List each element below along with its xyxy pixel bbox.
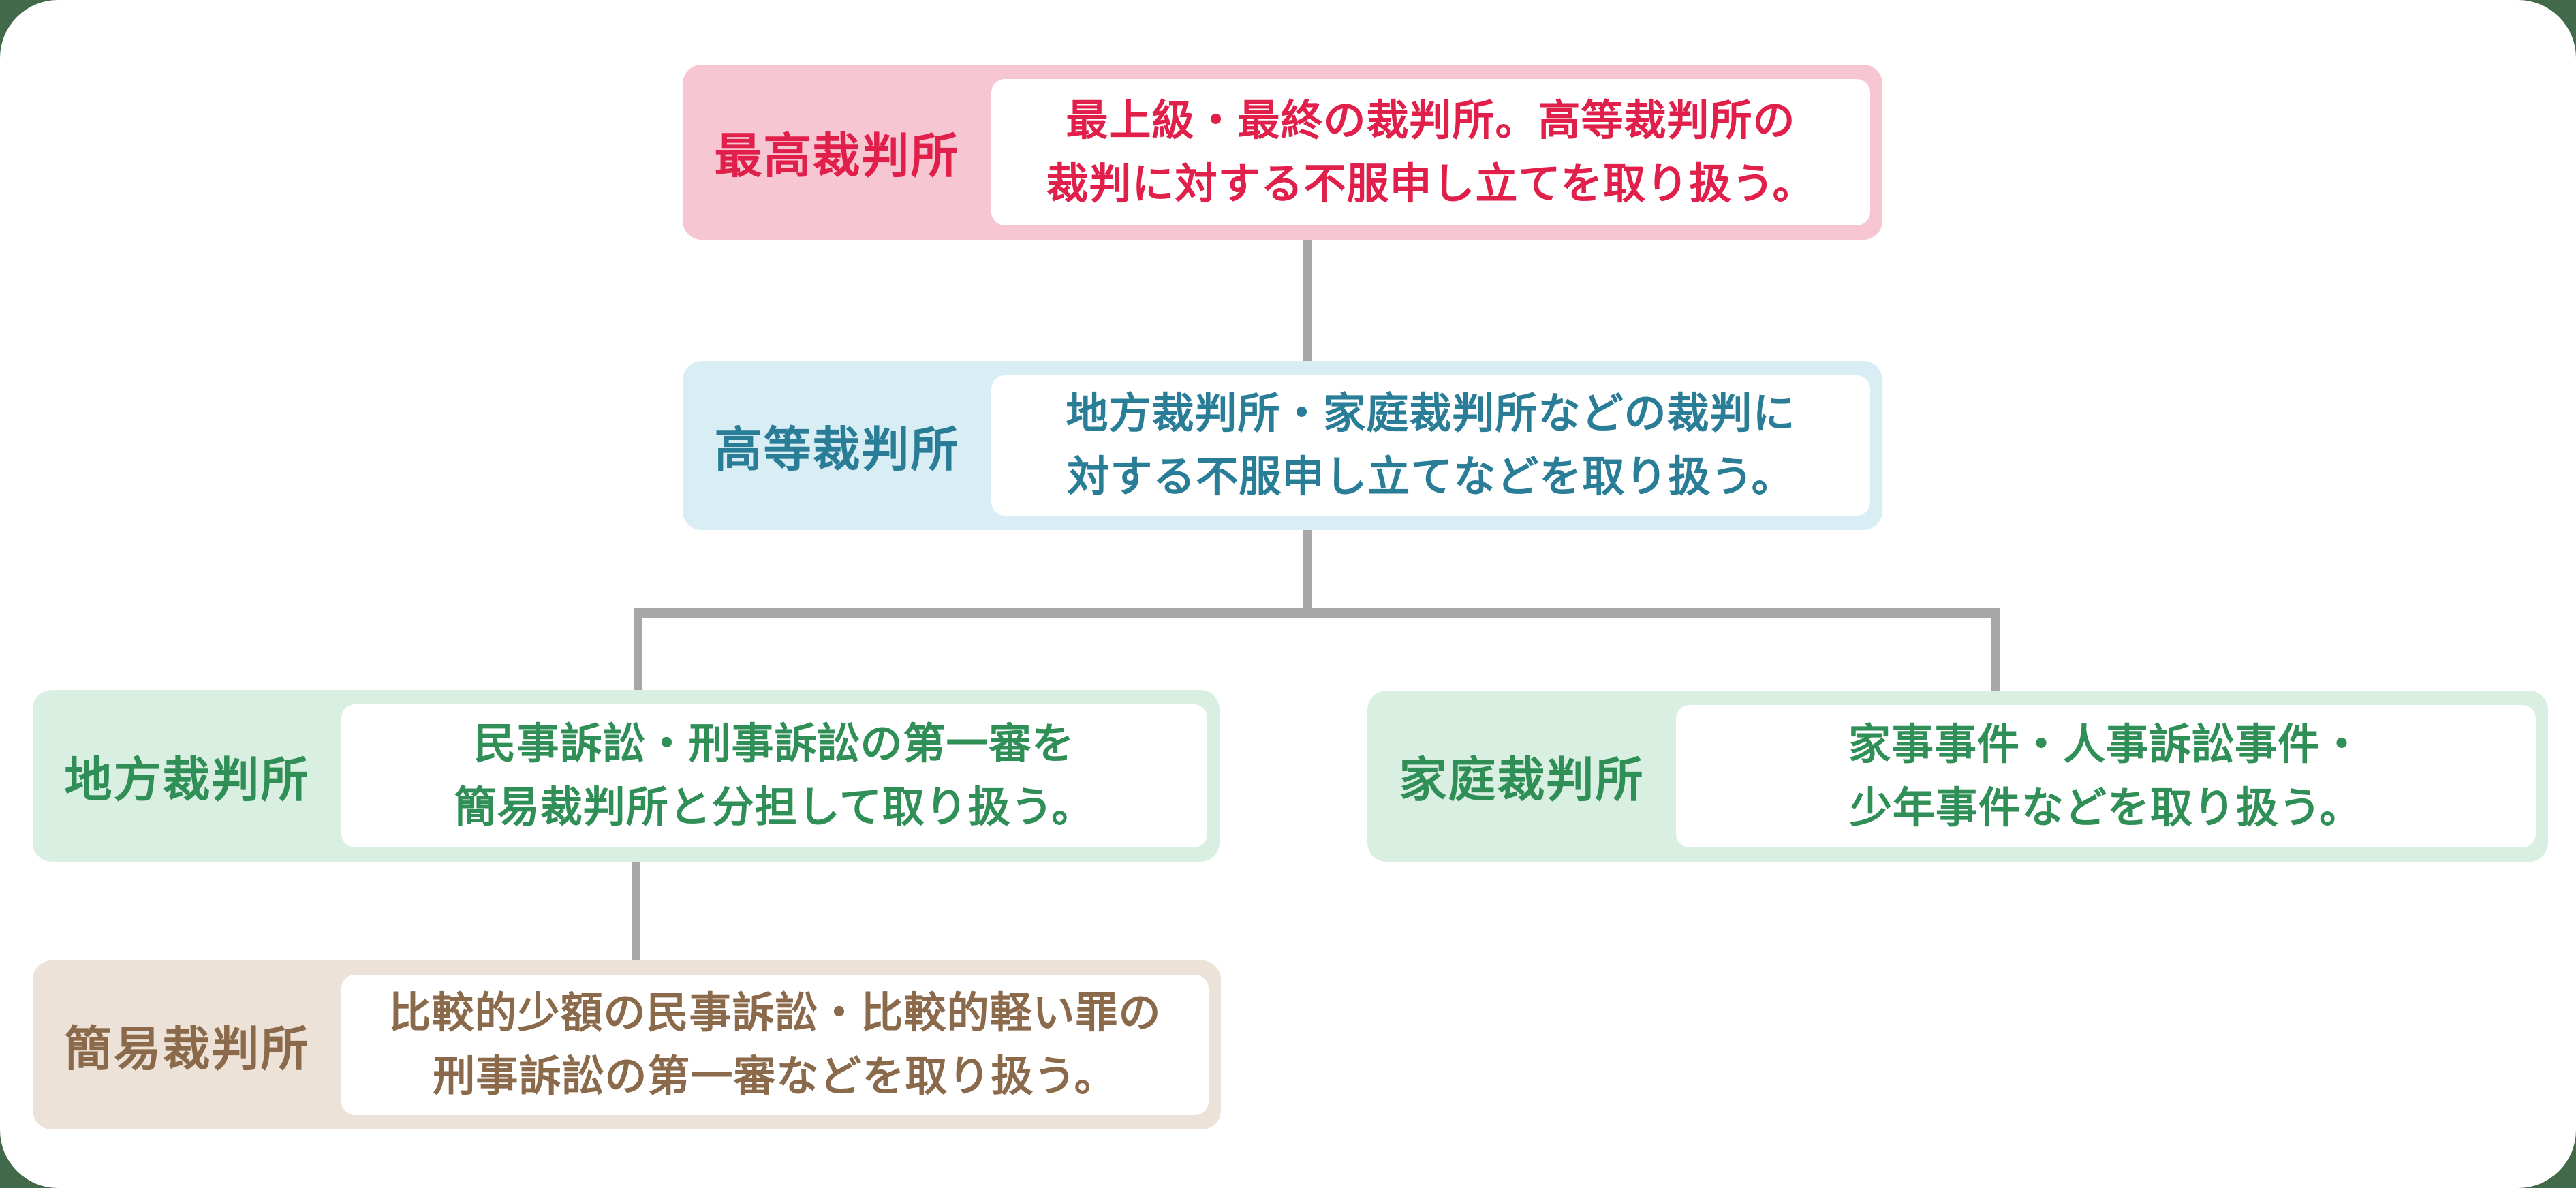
node-supreme-court: 最高裁判所 最上級・最終の裁判所。高等裁判所の 裁判に対する不服申し立てを取り扱…: [683, 65, 1882, 240]
description-line: 簡易裁判所と分担して取り扱う。: [454, 784, 1095, 831]
node-description-district-court: 民事訴訟・刑事訴訟の第一審を 簡易裁判所と分担して取り扱う。: [341, 704, 1207, 847]
description-line: 裁判に対する不服申し立てを取り扱う。: [1046, 160, 1816, 208]
description-line: 比較的少額の民事訴訟・比較的軽い罪の: [388, 990, 1162, 1037]
node-family-court: 家庭裁判所 家事事件・人事訴訟事件・ 少年事件などを取り扱う。: [1367, 691, 2548, 862]
connector-high-to-branch: [1303, 525, 1312, 613]
node-label-family-court: 家庭裁判所: [1399, 753, 1645, 807]
description-line: 最上級・最終の裁判所。高等裁判所の: [1066, 97, 1796, 144]
connector-branch-to-district: [634, 613, 642, 696]
description-line: 地方裁判所・家庭裁判所などの裁判に: [1066, 390, 1796, 437]
description-line: 家事事件・人事訴訟事件・: [1848, 721, 2363, 768]
node-district-court: 地方裁判所 民事訴訟・刑事訴訟の第一審を 簡易裁判所と分担して取り扱う。: [33, 690, 1220, 862]
node-description-family-court: 家事事件・人事訴訟事件・ 少年事件などを取り扱う。: [1676, 705, 2536, 847]
description-line: 少年事件などを取り扱う。: [1849, 784, 2363, 832]
node-label-district-court: 地方裁判所: [64, 753, 310, 807]
node-description-summary-court: 比較的少額の民事訴訟・比較的軽い罪の 刑事訴訟の第一審などを取り扱う。: [341, 975, 1209, 1115]
node-high-court: 高等裁判所 地方裁判所・家庭裁判所などの裁判に 対する不服申し立てなどを取り扱う…: [683, 361, 1882, 530]
node-description-supreme-court: 最上級・最終の裁判所。高等裁判所の 裁判に対する不服申し立てを取り扱う。: [991, 79, 1870, 225]
node-label-high-court: 高等裁判所: [714, 422, 960, 476]
connector-branch-bar: [634, 608, 2000, 618]
description-line: 対する不服申し立てなどを取り扱う。: [1067, 454, 1795, 501]
description-line: 刑事訴訟の第一審などを取り扱う。: [433, 1053, 1117, 1100]
description-line: 民事訴訟・刑事訴訟の第一審を: [474, 721, 1075, 768]
node-label-summary-court: 簡易裁判所: [64, 1022, 310, 1076]
connector-supreme-to-high: [1303, 232, 1312, 368]
node-summary-court: 簡易裁判所 比較的少額の民事訴訟・比較的軽い罪の 刑事訴訟の第一審などを取り扱う…: [33, 960, 1221, 1129]
connector-district-to-summary: [632, 858, 640, 964]
node-description-high-court: 地方裁判所・家庭裁判所などの裁判に 対する不服申し立てなどを取り扱う。: [991, 375, 1870, 516]
node-label-supreme-court: 最高裁判所: [714, 129, 960, 183]
connector-branch-to-family: [1991, 613, 2000, 697]
